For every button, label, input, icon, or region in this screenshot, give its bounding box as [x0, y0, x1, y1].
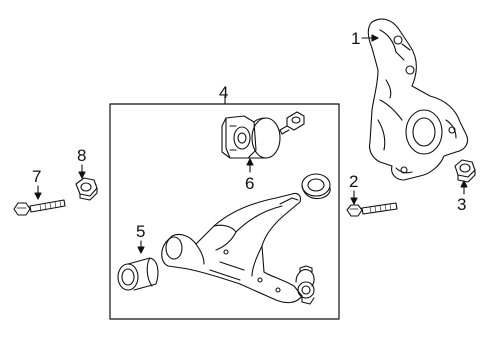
bushing-5 [117, 257, 159, 291]
callout-7: 7 [32, 167, 42, 186]
arrow-6 [246, 158, 254, 166]
callout-2: 2 [349, 172, 359, 191]
arrow-3 [460, 180, 468, 188]
steering-knuckle [367, 18, 469, 181]
arrow-2 [350, 197, 358, 205]
callout-4: 4 [219, 83, 229, 102]
arrow-7 [34, 192, 42, 200]
nut-8 [75, 177, 98, 201]
seal-ring [301, 173, 331, 200]
arrow-8 [78, 171, 86, 179]
arrow-1 [371, 34, 379, 42]
bushing-6 [221, 115, 281, 159]
bolt-2 [346, 202, 398, 217]
lower-control-arm [161, 192, 315, 305]
callout-6: 6 [245, 174, 255, 193]
callout-8: 8 [77, 146, 87, 165]
bushing-bolt [279, 111, 305, 135]
callout-5: 5 [136, 222, 146, 241]
arrow-5 [137, 246, 145, 254]
callout-1: 1 [351, 29, 361, 48]
callout-3: 3 [457, 195, 467, 214]
nut-3 [454, 159, 476, 183]
bolt-7 [13, 199, 66, 216]
